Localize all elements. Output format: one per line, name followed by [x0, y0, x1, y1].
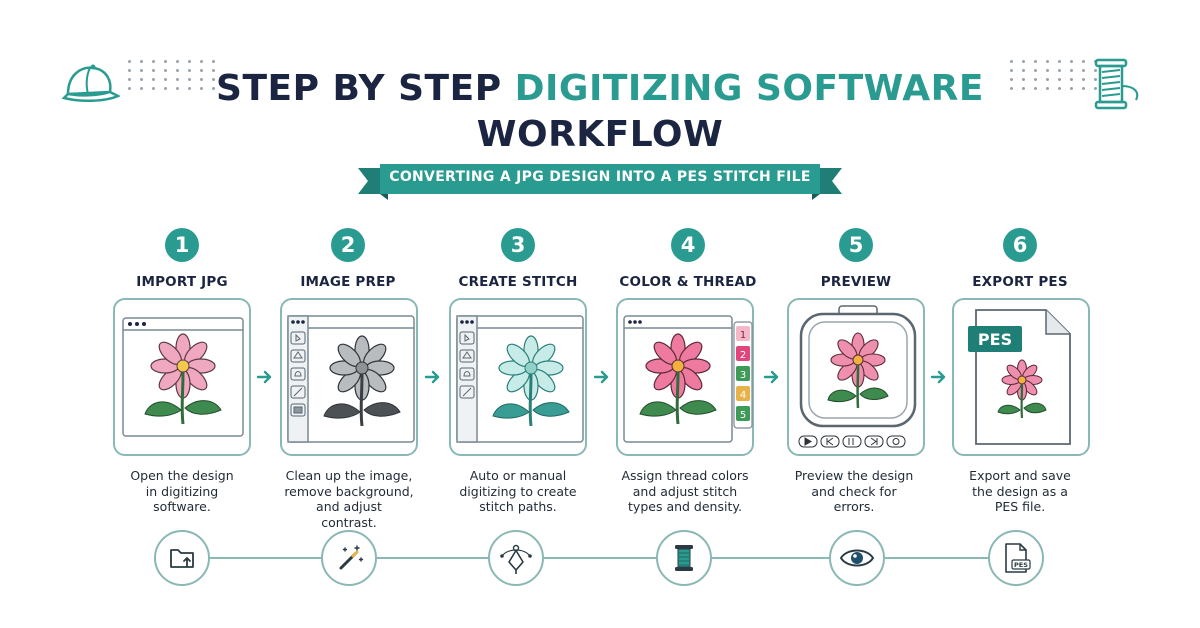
step-1-description: Open the design in digitizing software. [107, 468, 257, 515]
description-line: PES file. [994, 499, 1046, 514]
decor-dots-left [128, 60, 218, 90]
thread-spool-icon [656, 530, 712, 586]
arrow-right-icon [930, 370, 946, 384]
arrow-right-icon [256, 370, 272, 384]
title-part-1: STEP BY STEP [216, 68, 502, 109]
step-5-description: Preview the design and check for errors. [779, 468, 929, 515]
description-line: the design as a [972, 483, 1068, 499]
description-line: Open the design [130, 468, 234, 483]
title-part-3: WORKFLOW [476, 114, 724, 155]
preview-hoop-illustration [798, 305, 917, 448]
step-title: CREATE STITCH [458, 274, 578, 290]
step-3-header: 3 CREATE STITCH [443, 228, 593, 290]
swatch-label: 1 [740, 330, 746, 341]
subtitle-ribbon: CONVERTING A JPG DESIGN INTO A PES STITC… [358, 160, 842, 200]
swatch-label: 5 [740, 410, 746, 421]
pen-tool-icon [488, 530, 544, 586]
description-line: Assign thread colors [621, 468, 749, 483]
step-title: EXPORT PES [972, 274, 1068, 290]
title-part-2: DIGITIZING SOFTWARE [514, 68, 984, 109]
step-6-card: PES [952, 298, 1090, 456]
step-4-description: Assign thread colors and adjust stitch t… [610, 468, 760, 515]
magic-wand-icon [321, 530, 377, 586]
step-number: 5 [839, 228, 873, 262]
image-prep-illustration [287, 315, 415, 443]
step-title: COLOR & THREAD [619, 274, 757, 290]
page-title: STEP BY STEP DIGITIZING SOFTWARE WORKFLO… [0, 66, 1200, 158]
description-line: and adjust stitch [632, 483, 738, 499]
pes-file-icon: PES [988, 530, 1044, 586]
description-line: remove background, [284, 483, 414, 499]
step-1-header: 1 IMPORT JPG [107, 228, 257, 290]
step-4-card: 1 2 3 4 5 [616, 298, 754, 456]
step-number: 1 [165, 228, 199, 262]
swatch-label: 2 [740, 350, 746, 361]
flower-pink-preview [827, 332, 889, 409]
step-3-card [449, 298, 587, 456]
step-2-header: 2 IMAGE PREP [273, 228, 423, 290]
playback-controls [798, 435, 906, 448]
description-line: digitizing to create [459, 483, 577, 499]
cap-icon [61, 64, 120, 102]
step-6-description: Export and save the design as a PES file… [945, 468, 1095, 515]
flower-teal [492, 335, 570, 427]
flower-pink [144, 333, 222, 425]
step-6-header: 6 EXPORT PES [945, 228, 1095, 290]
color-thread-illustration: 1 2 3 4 5 [623, 315, 753, 443]
description-line: software. [153, 499, 211, 514]
folder-upload-icon [154, 530, 210, 586]
ribbon-shape [358, 164, 842, 200]
step-5-card [787, 298, 925, 456]
description-line: stitch paths. [479, 499, 557, 514]
step-5-header: 5 PREVIEW [781, 228, 931, 290]
swatch-4 [736, 386, 750, 401]
swatch-label: 4 [740, 390, 746, 401]
swatch-1 [736, 326, 750, 341]
swatch-3 [736, 366, 750, 381]
step-4-header: 4 COLOR & THREAD [613, 228, 763, 290]
arrow-right-icon [593, 370, 609, 384]
create-stitch-illustration [456, 315, 584, 443]
import-window-illustration [122, 317, 244, 437]
step-3-description: Auto or manual digitizing to create stit… [443, 468, 593, 515]
subtitle: CONVERTING A JPG DESIGN INTO A PES STITC… [389, 169, 811, 185]
description-line: and adjust [316, 499, 382, 514]
description-line: Clean up the image, [285, 468, 413, 483]
flower-pink-saturated [639, 333, 717, 425]
arrow-right-icon [424, 370, 440, 384]
flower-pink-file [997, 359, 1047, 419]
description-line: and check for [811, 483, 897, 499]
description-line: Export and save [969, 468, 1071, 483]
step-number: 6 [1003, 228, 1037, 262]
description-line: types and density. [628, 499, 742, 514]
step-number: 3 [501, 228, 535, 262]
step-title: IMPORT JPG [136, 274, 228, 290]
swatch-2 [736, 346, 750, 361]
swatch-5 [736, 406, 750, 421]
arrow-right-icon [763, 370, 779, 384]
pes-small-label: PES [1014, 561, 1028, 569]
step-1-card [113, 298, 251, 456]
step-number: 4 [671, 228, 705, 262]
pes-file-illustration: PES [968, 309, 1071, 445]
description-line: in digitizing [145, 483, 219, 499]
decor-dots-right [1010, 60, 1100, 90]
pes-label: PES [978, 330, 1012, 349]
swatch-label: 3 [740, 370, 746, 381]
step-number: 2 [331, 228, 365, 262]
eye-icon [829, 530, 885, 586]
timeline-line [182, 557, 1020, 559]
thread-spool-icon [1094, 58, 1139, 110]
flower-grey [323, 335, 401, 427]
step-title: IMAGE PREP [300, 274, 396, 290]
description-line: contrast. [321, 514, 377, 530]
description-line: Preview the design [794, 468, 914, 483]
description-line: Auto or manual [469, 468, 567, 483]
description-line: errors. [833, 499, 875, 514]
step-title: PREVIEW [820, 274, 892, 290]
step-2-description: Clean up the image, remove background, a… [274, 468, 424, 530]
step-2-card [280, 298, 418, 456]
